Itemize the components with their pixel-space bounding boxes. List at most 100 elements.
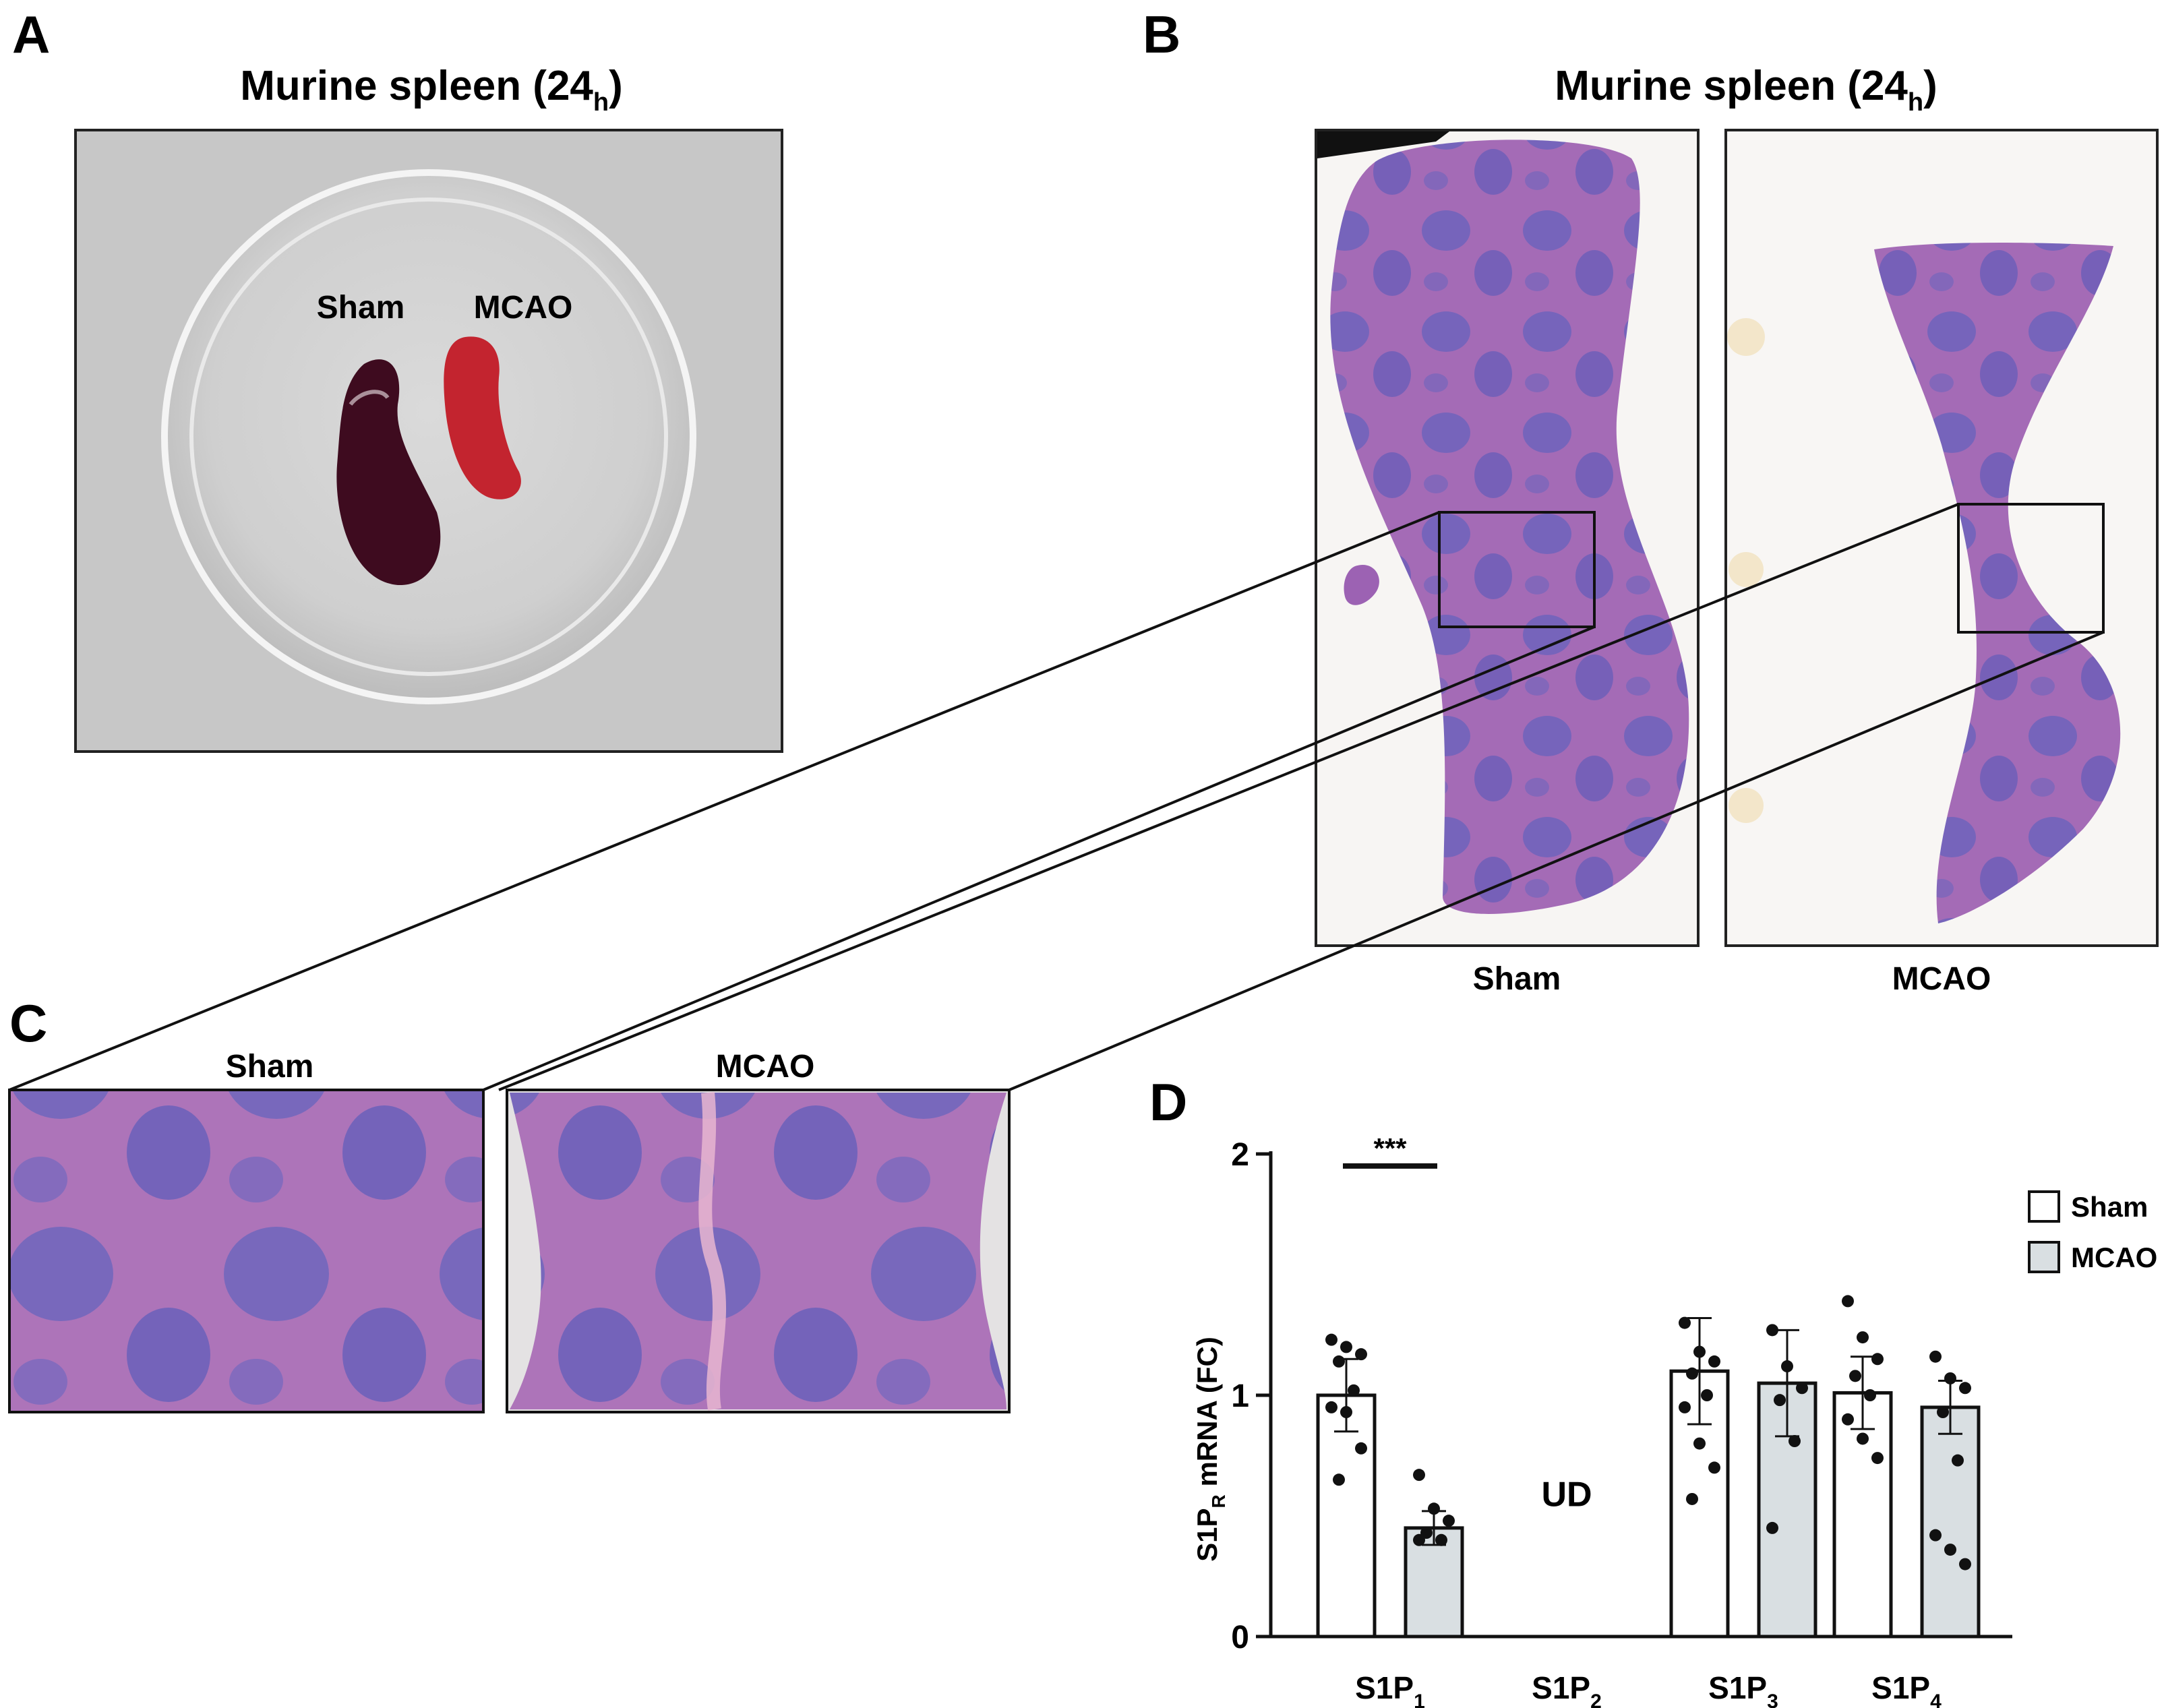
data-point [1325, 1333, 1338, 1346]
data-point [1693, 1437, 1706, 1450]
y-axis-label-part: mRNA (FC) [1191, 1337, 1223, 1494]
panel-c-letter: C [9, 994, 47, 1053]
panel-c: C Sham MCAO [8, 994, 1011, 1413]
data-point [1842, 1413, 1854, 1426]
legend-label: MCAO [2071, 1242, 2157, 1273]
data-point [1774, 1394, 1786, 1407]
legend-swatch-sham [2028, 1190, 2060, 1223]
mcao-zoom-vessel [698, 1091, 727, 1411]
petri-dish-rim [189, 197, 668, 676]
data-point [1789, 1435, 1801, 1448]
data-point [1849, 1370, 1861, 1382]
significance-marker: *** [1373, 1132, 1407, 1164]
data-point [1355, 1348, 1367, 1361]
data-point [1413, 1533, 1425, 1546]
mcao-slide-spot-3 [1729, 788, 1764, 823]
data-point [1929, 1529, 1942, 1542]
data-point [1952, 1454, 1964, 1467]
sham-zoom-box [1438, 511, 1596, 628]
data-point [1944, 1544, 1956, 1556]
data-point [1864, 1389, 1876, 1401]
data-point [1355, 1442, 1367, 1455]
data-point [1435, 1533, 1447, 1546]
y-axis-label-part: R [1208, 1494, 1229, 1508]
data-point [1420, 1527, 1433, 1539]
data-point [1340, 1406, 1352, 1419]
data-point [1348, 1384, 1360, 1397]
sham-zoom-image [8, 1089, 485, 1413]
x-tick-label-sub: 1 [1414, 1690, 1425, 1708]
panel-a-sham-label: Sham [317, 290, 405, 326]
connector-line [498, 503, 1959, 1091]
data-point [1333, 1355, 1345, 1368]
undetected-label: UD [1541, 1475, 1592, 1515]
x-tick-label-sub: 3 [1767, 1690, 1778, 1708]
data-point [1944, 1372, 1956, 1384]
data-point [1428, 1502, 1440, 1515]
panel-a-title-text: Murine spleen (24 [240, 63, 593, 109]
data-point [1679, 1316, 1691, 1329]
legend-label: Sham [2071, 1191, 2148, 1223]
connector-line [1009, 631, 2104, 1091]
data-point [1333, 1473, 1345, 1486]
y-axis-label-part: S1P [1191, 1508, 1223, 1561]
panel-a-title-close: ) [609, 63, 623, 109]
data-point [1796, 1382, 1808, 1395]
panel-c-mcao-caption: MCAO [716, 1049, 815, 1085]
x-tick-label-main: S1P [1871, 1670, 1930, 1705]
data-point [1929, 1350, 1942, 1363]
panel-b-sham-caption: Sham [1473, 961, 1561, 997]
data-point [1708, 1461, 1720, 1474]
data-point [1693, 1345, 1706, 1358]
mcao-spleen-section [1874, 243, 2121, 923]
mcao-slide-spot-1 [1727, 318, 1765, 356]
data-point [1340, 1341, 1352, 1353]
data-point [1413, 1469, 1425, 1482]
panel-a-title: Murine spleen (24h) [240, 63, 623, 117]
data-point [1959, 1382, 1971, 1395]
x-tick-label-main: S1P [1355, 1670, 1414, 1705]
data-point [1959, 1558, 1971, 1570]
panel-a-letter: A [12, 5, 50, 64]
mcao-spleen-organ [444, 336, 521, 499]
y-tick-label: 0 [1231, 1620, 1249, 1655]
sham-section-corner [1317, 131, 1449, 158]
x-tick-label-sub: 2 [1590, 1690, 1602, 1708]
panel-b: B Murine spleen (24h) Sham MCAO [1143, 5, 2159, 997]
x-tick-label-sub: 4 [1930, 1690, 1942, 1708]
panel-b-title: Murine spleen (24h) [1555, 63, 1937, 117]
panel-b-title-subscript: h [1908, 88, 1923, 117]
zoom-connectors [9, 503, 2104, 1091]
bar-sham-s1p3 [1669, 1369, 1730, 1639]
data-point [1708, 1355, 1720, 1368]
panel-b-title-text: Murine spleen (24 [1555, 63, 1908, 109]
sham-spleen-section [1330, 140, 1689, 915]
data-point [1937, 1406, 1949, 1419]
sham-section-fragment [1344, 565, 1379, 605]
panel-b-letter: B [1143, 5, 1180, 64]
panel-a-title-subscript: h [593, 88, 609, 117]
data-point [1686, 1367, 1698, 1380]
x-tick-label: S1P3 [1708, 1670, 1778, 1708]
data-point [1871, 1452, 1884, 1465]
panel-a: A Murine spleen (24h) Sham MCAO [12, 5, 783, 753]
panel-d-letter: D [1149, 1072, 1187, 1132]
panel-a-mcao-label: MCAO [474, 290, 573, 326]
data-point [1781, 1360, 1793, 1373]
data-point [1766, 1521, 1778, 1534]
x-tick-label: S1P2 [1532, 1670, 1602, 1708]
bar-mcao-s1p1 [1404, 1526, 1464, 1639]
x-tick-label-main: S1P [1708, 1670, 1767, 1705]
connector-line [9, 511, 1440, 1091]
panel-b-mcao-caption: MCAO [1892, 961, 1991, 997]
data-point [1857, 1432, 1869, 1445]
x-tick-label: S1P4 [1871, 1670, 1942, 1708]
bar-mcao-s1p4 [1920, 1405, 1981, 1639]
legend-swatch-mcao [2028, 1241, 2060, 1273]
connector-line [483, 626, 1595, 1091]
x-tick-label: S1P1 [1355, 1670, 1425, 1708]
data-point [1857, 1331, 1869, 1344]
data-point [1842, 1295, 1854, 1308]
